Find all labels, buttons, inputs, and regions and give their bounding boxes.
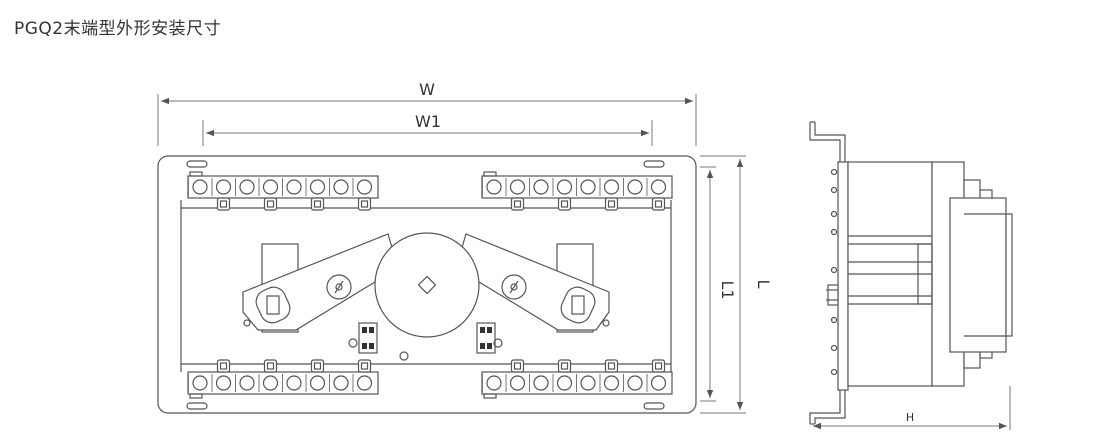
terminal-tab (557, 359, 572, 373)
terminal-tab (604, 359, 619, 373)
terminal-screw (333, 375, 349, 391)
terminal-tab (604, 197, 619, 211)
terminal-tab (357, 197, 372, 211)
terminal-tab (216, 359, 231, 373)
terminal-screw (262, 179, 279, 195)
terminal-screw (215, 375, 232, 391)
dim-width-inner-label: W1 (415, 112, 441, 131)
terminal-screw (603, 375, 620, 391)
terminal-screw (650, 375, 667, 391)
mounting-slot (643, 402, 665, 410)
side-base-plate (837, 161, 849, 391)
terminal-strips (187, 171, 673, 399)
side-screw (830, 168, 838, 176)
terminal-tab (310, 359, 325, 373)
operating-arm-left (242, 233, 399, 331)
terminal-screw (215, 179, 232, 195)
side-screw (830, 210, 838, 218)
mounting-slot (186, 160, 208, 168)
terminal-screw (603, 179, 620, 195)
terminal-tab (510, 197, 525, 211)
side-screw (830, 266, 838, 274)
terminal-screw (239, 375, 255, 391)
terminal-tab (357, 359, 372, 373)
terminal-tab (310, 197, 325, 211)
terminal-screw (239, 179, 255, 195)
handle-right (571, 295, 585, 315)
terminal-screw (509, 179, 526, 195)
terminal-screw (650, 179, 667, 195)
terminal-screw (192, 179, 208, 195)
terminal-screw (262, 375, 279, 391)
side-view (809, 121, 1013, 425)
terminal-tab (263, 359, 278, 373)
page-title: PGQ2末端型外形安装尺寸 (14, 19, 222, 39)
terminal-screw (627, 179, 643, 195)
terminal-screw (627, 375, 643, 391)
dim-length-label: L (754, 280, 773, 289)
terminal-tab (216, 197, 231, 211)
terminal-screw (192, 375, 208, 391)
terminal-screw (286, 179, 302, 195)
terminal-tab (557, 197, 572, 211)
dim-height-label: H (906, 411, 914, 424)
terminal-screw (580, 375, 596, 391)
terminal-screw (486, 375, 502, 391)
mounting-slot (186, 402, 208, 410)
aux-contact-right (476, 322, 496, 354)
terminal-screw (356, 375, 373, 391)
terminal-tab (263, 197, 278, 211)
central-drum (374, 232, 480, 338)
front-view (157, 155, 697, 414)
terminal-screw (309, 179, 326, 195)
side-screw (830, 344, 838, 352)
handle-left (266, 295, 280, 315)
terminal-screw (533, 375, 549, 391)
terminal-screw (556, 179, 573, 195)
mounting-slot (643, 160, 665, 168)
terminal-screw (333, 179, 349, 195)
terminal-screw (580, 179, 596, 195)
terminal-screw (486, 179, 502, 195)
terminal-tab (651, 197, 666, 211)
terminal-tab (651, 359, 666, 373)
side-screw (830, 186, 838, 194)
terminal-tab (510, 359, 525, 373)
dim-width-label: W (419, 80, 435, 99)
terminal-screw (309, 375, 326, 391)
terminal-screw (556, 375, 573, 391)
terminal-screw (533, 179, 549, 195)
dim-length-inner-label: L1 (718, 280, 737, 299)
operating-arm-right (455, 233, 610, 331)
side-screw (830, 228, 838, 236)
terminal-screw (509, 375, 526, 391)
side-lever (827, 284, 839, 306)
side-front-panel (949, 197, 1007, 353)
side-screw (830, 368, 838, 376)
side-screw (830, 316, 838, 324)
aux-contact-left (358, 322, 378, 354)
dimension-lines: W W1 L L1 H (157, 80, 1011, 430)
terminal-screw (356, 179, 373, 195)
terminal-screw (286, 375, 302, 391)
